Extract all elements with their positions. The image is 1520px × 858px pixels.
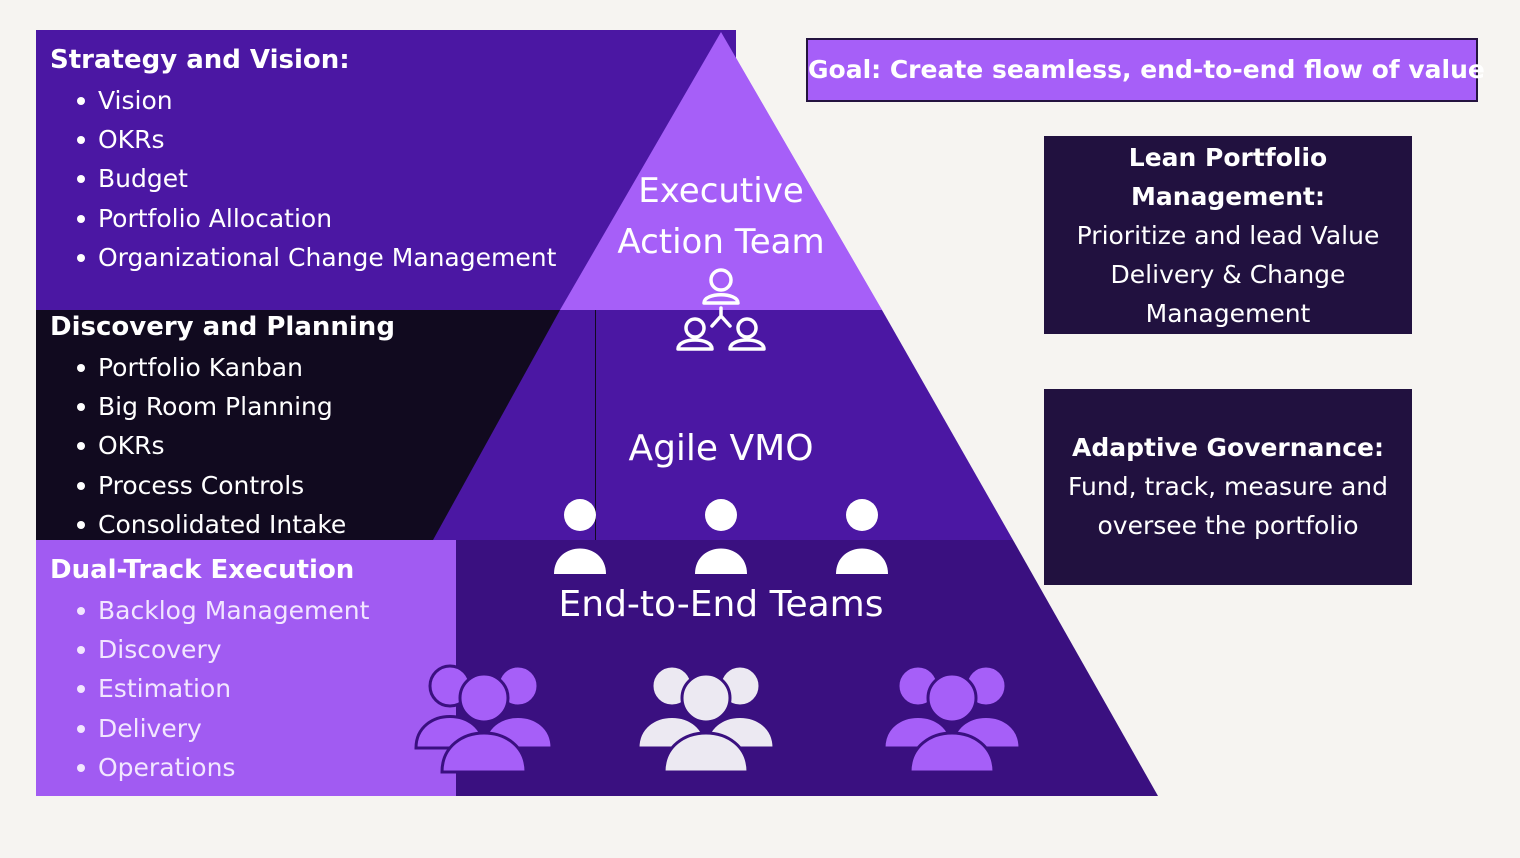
lpm-body-line2: Delivery & Change: [1110, 260, 1346, 289]
governance-body-line1: Fund, track, measure and: [1068, 472, 1388, 501]
list-item: Portfolio Kanban: [77, 348, 596, 387]
list-item: Organizational Change Management: [77, 238, 736, 277]
lpm-title-line1: Lean Portfolio: [1128, 143, 1328, 172]
discovery-heading: Discovery and Planning: [50, 312, 395, 342]
executive-title-line2: Action Team: [617, 222, 825, 262]
list-item: Estimation: [77, 669, 456, 708]
single-person-icon: [554, 499, 606, 574]
adaptive-governance-box: Adaptive Governance: Fund, track, measur…: [1044, 389, 1412, 585]
dual-track-list: Backlog Management Discovery Estimation …: [50, 591, 456, 787]
governance-body-line2: oversee the portfolio: [1097, 511, 1359, 540]
list-item: Backlog Management: [77, 591, 456, 630]
executive-action-team-title: Executive Action Team: [590, 166, 852, 268]
list-item: Portfolio Allocation: [77, 199, 736, 238]
list-item: OKRs: [77, 426, 596, 465]
group-people-icon: [636, 664, 776, 774]
list-item: Discovery: [77, 630, 456, 669]
lean-portfolio-management-box: Lean Portfolio Management: Prioritize an…: [1044, 136, 1412, 334]
org-chart-people-icon: [676, 268, 766, 351]
list-item: Process Controls: [77, 466, 596, 505]
dual-track-heading: Dual-Track Execution: [50, 555, 355, 585]
governance-title: Adaptive Governance:: [1072, 433, 1384, 462]
group-people-icon: [882, 664, 1022, 774]
single-person-icon: [695, 499, 747, 574]
discovery-list: Portfolio Kanban Big Room Planning OKRs …: [50, 348, 596, 544]
list-item: Delivery: [77, 709, 456, 748]
goal-banner: Goal: Create seamless, end-to-end flow o…: [806, 38, 1485, 102]
list-item: Operations: [77, 748, 456, 787]
list-item: OKRs: [77, 120, 736, 159]
strategy-heading: Strategy and Vision:: [50, 45, 350, 75]
group-people-icon: [414, 664, 554, 774]
lpm-body-line3: Management: [1145, 299, 1311, 328]
lpm-title-line2: Management:: [1130, 182, 1326, 211]
dual-track-execution-panel: Dual-Track Execution Backlog Management …: [36, 540, 456, 796]
lpm-body-line1: Prioritize and lead Value: [1076, 221, 1380, 250]
strategy-list: Vision OKRs Budget Portfolio Allocation …: [50, 81, 736, 277]
agile-vmo-title: Agile VMO: [628, 428, 814, 469]
executive-title-line1: Executive: [638, 171, 804, 211]
strategy-vision-panel: Strategy and Vision: Vision OKRs Budget …: [36, 30, 736, 310]
list-item: Budget: [77, 159, 736, 198]
list-item: Vision: [77, 81, 736, 120]
list-item: Consolidated Intake: [77, 505, 596, 544]
list-item: Big Room Planning: [77, 387, 596, 426]
end-to-end-teams-title: End-to-End Teams: [558, 584, 884, 625]
single-person-icon: [836, 499, 888, 574]
